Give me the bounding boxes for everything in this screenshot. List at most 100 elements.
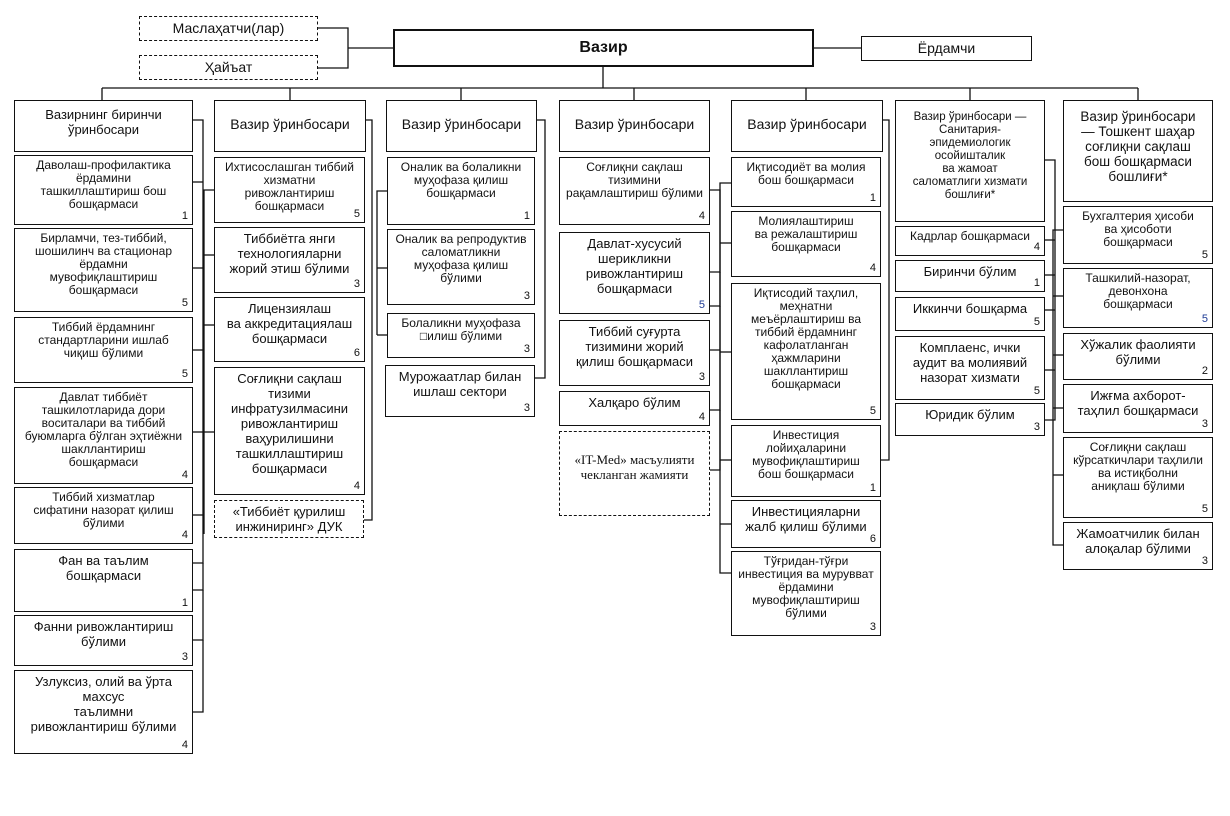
deputy-label: Вазир ўринбосари — Санитария- эпидемиоло… xyxy=(912,111,1028,201)
deputy-label: Вазир ўринбосари xyxy=(230,116,350,132)
department-box: Соғлиқни сақлаш тизими инфратузилмасини … xyxy=(214,367,365,495)
deputy-label: Вазир ўринбосари — Тошкент шаҳар соғлиқн… xyxy=(1080,109,1196,184)
staff-count: 4 xyxy=(698,411,705,423)
department-label: Тиббиётга янги технологияларни жорий эти… xyxy=(229,231,350,276)
staff-count: 3 xyxy=(1201,418,1208,430)
department-label: Хўжалик фаолияти бўлими xyxy=(1080,337,1196,367)
department-label: Инвестиция лойиҳаларини мувофиқлаштириш … xyxy=(752,428,860,481)
staff-count: 1 xyxy=(1033,277,1040,289)
assistant-label: Ёрдамчи xyxy=(917,40,976,56)
deputy-label: Вазир ўринбосари xyxy=(574,116,695,132)
department-label: Ихтисослашган тиббий хизматни ривожланти… xyxy=(225,160,354,213)
staff-count: 1 xyxy=(869,482,876,494)
department-label: Фанни ривожлантириш бўлими xyxy=(33,619,174,649)
department-label: «IT-Med» масъулияти чекланган жамияти xyxy=(574,452,695,482)
department-box: Тиббий хизматлар сифатини назорат қилиш … xyxy=(14,487,193,544)
department-label: Бухгалтерия ҳисоби ва ҳисоботи бошқармас… xyxy=(1082,209,1194,249)
assistant-box: Ёрдамчи xyxy=(861,36,1032,61)
department-label: Даволаш-профилактика ёрдамини ташкиллашт… xyxy=(36,158,171,211)
department-label: Тиббий суғурта тизимини жорий қилиш бошқ… xyxy=(575,324,694,369)
staff-count: 3 xyxy=(523,402,530,414)
department-box: Давлат тиббиёт ташкилотларида дори восит… xyxy=(14,387,193,484)
department-label: Бирламчи, тез-тиббий, шошилинч ва стацио… xyxy=(34,231,173,297)
department-label: Молиялаштириш ва режалаштириш бошқармаси xyxy=(754,214,858,254)
staff-count: 3 xyxy=(869,621,876,633)
department-box: Ихтисослашган тиббий хизматни ривожланти… xyxy=(214,157,365,223)
staff-count: 3 xyxy=(1201,555,1208,567)
department-box: Лицензиялаш ва аккредитациялаш бошқармас… xyxy=(214,297,365,362)
department-label: Халқаро бўлим xyxy=(588,395,681,410)
department-label: Ижғма ахборот- таҳлил бошқармаси xyxy=(1077,388,1199,418)
department-box: Фан ва таълим бошқармаси 1 xyxy=(14,549,193,612)
board-box: Ҳайъат xyxy=(139,55,318,80)
deputy-box: Вазир ўринбосари xyxy=(386,100,537,152)
department-label: Кадрлар бошқармаси xyxy=(909,229,1030,243)
minister-box: Вазир xyxy=(393,29,814,67)
department-label: Иқтисодиёт ва молия бош бошқармаси xyxy=(746,160,866,187)
deputy-box: Вазир ўринбосари — Тошкент шаҳар соғлиқн… xyxy=(1063,100,1213,202)
staff-count: 3 xyxy=(523,290,530,302)
department-label: Соғлиқни сақлаш тизими инфратузилмасини … xyxy=(230,371,349,476)
department-label: Иккинчи бошқарма xyxy=(912,301,1028,316)
deputy-label: Вазир ўринбосари xyxy=(401,116,522,132)
staff-count: 5 xyxy=(181,368,188,380)
subordinate-company-box: «IT-Med» масъулияти чекланган жамияти xyxy=(559,431,710,516)
staff-count: 5 xyxy=(181,297,188,309)
department-label: Давлат-хусусий шерикликни ривожлантириш … xyxy=(585,236,684,296)
staff-count: 1 xyxy=(181,597,188,609)
department-label: Биринчи бўлим xyxy=(923,264,1017,279)
department-label: Соғлиқни сақлаш кўрсаткичлари таҳлили ва… xyxy=(1073,440,1203,493)
department-label: Оналик ва болаликни муҳофаза қилиш бошқа… xyxy=(400,160,522,200)
first-deputy-box: Вазирнинг биринчи ўринбосари xyxy=(14,100,193,152)
staff-count: 3 xyxy=(1033,421,1040,433)
department-box: Узлуксиз, олий ва ўрта махсус таълимни р… xyxy=(14,670,193,754)
advisers-box: Маслаҳатчи(лар) xyxy=(139,16,318,41)
department-label: Тўғридан-тўғри инвестиция ва мурувват ёр… xyxy=(738,554,874,620)
department-label: Фан ва таълим бошқармаси xyxy=(58,553,149,583)
staff-count: 5 xyxy=(869,405,876,417)
staff-count: 4 xyxy=(698,210,705,222)
department-box: Юридик бўлим 3 xyxy=(895,403,1045,436)
staff-count: 5 xyxy=(698,299,705,311)
department-label: Тиббий ёрдамнинг стандартларини ишлаб чи… xyxy=(38,320,169,360)
staff-count: 1 xyxy=(181,210,188,222)
deputy-box: Вазир ўринбосари xyxy=(559,100,710,152)
department-label: Иқтисодий таҳлил, меҳнатни меъёрлаштириш… xyxy=(750,286,862,391)
staff-count: 5 xyxy=(1201,249,1208,261)
minister-label: Вазир xyxy=(579,39,628,56)
staff-count: 4 xyxy=(353,480,360,492)
deputy-box: Вазир ўринбосари xyxy=(214,100,366,152)
staff-count: 5 xyxy=(1033,316,1040,328)
first-deputy-label: Вазирнинг биринчи ўринбосари xyxy=(45,107,162,137)
department-box: Тиббиётга янги технологияларни жорий эти… xyxy=(214,227,365,293)
department-label: Соғлиқни сақлаш тизимини рақамлаштириш б… xyxy=(566,160,703,200)
staff-count: 4 xyxy=(181,469,188,481)
staff-count: 5 xyxy=(1033,385,1040,397)
deputy-label: Вазир ўринбосари xyxy=(747,116,867,132)
staff-count: 5 xyxy=(1201,313,1208,325)
department-box: Комплаенс, ички аудит ва молиявий назора… xyxy=(895,336,1045,400)
advisers-label: Маслаҳатчи(лар) xyxy=(172,20,285,36)
staff-count: 4 xyxy=(1033,241,1040,253)
staff-count: 3 xyxy=(353,278,360,290)
staff-count: 6 xyxy=(869,533,876,545)
staff-count: 1 xyxy=(869,192,876,204)
staff-count: 5 xyxy=(1201,503,1208,515)
staff-count: 3 xyxy=(523,343,530,355)
deputy-box: Вазир ўринбосари xyxy=(731,100,883,152)
department-box: Бирламчи, тез-тиббий, шошилинч ва стацио… xyxy=(14,228,193,312)
department-label: Узлуксиз, олий ва ўрта махсус таълимни р… xyxy=(30,674,177,734)
staff-count: 2 xyxy=(1201,365,1208,377)
staff-count: 4 xyxy=(869,262,876,274)
department-label: Юридик бўлим xyxy=(925,407,1015,422)
department-box: Оналик ва болаликни муҳофаза қилиш бошқа… xyxy=(387,157,535,225)
department-label: Давлат тиббиёт ташкилотларида дори восит… xyxy=(24,390,183,469)
